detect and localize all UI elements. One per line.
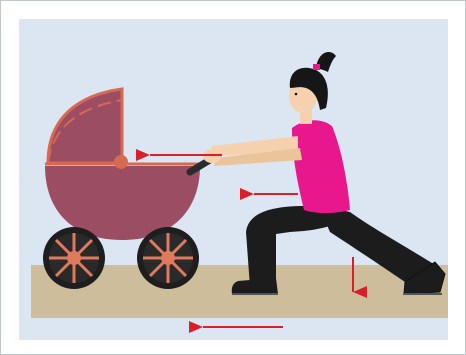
woman-eye — [295, 93, 298, 96]
carriage-hinge-knob — [114, 155, 128, 169]
woman-hair-tie — [313, 64, 320, 70]
carriage-wheel-right — [137, 227, 199, 289]
carriage-wheel-left — [43, 227, 105, 289]
